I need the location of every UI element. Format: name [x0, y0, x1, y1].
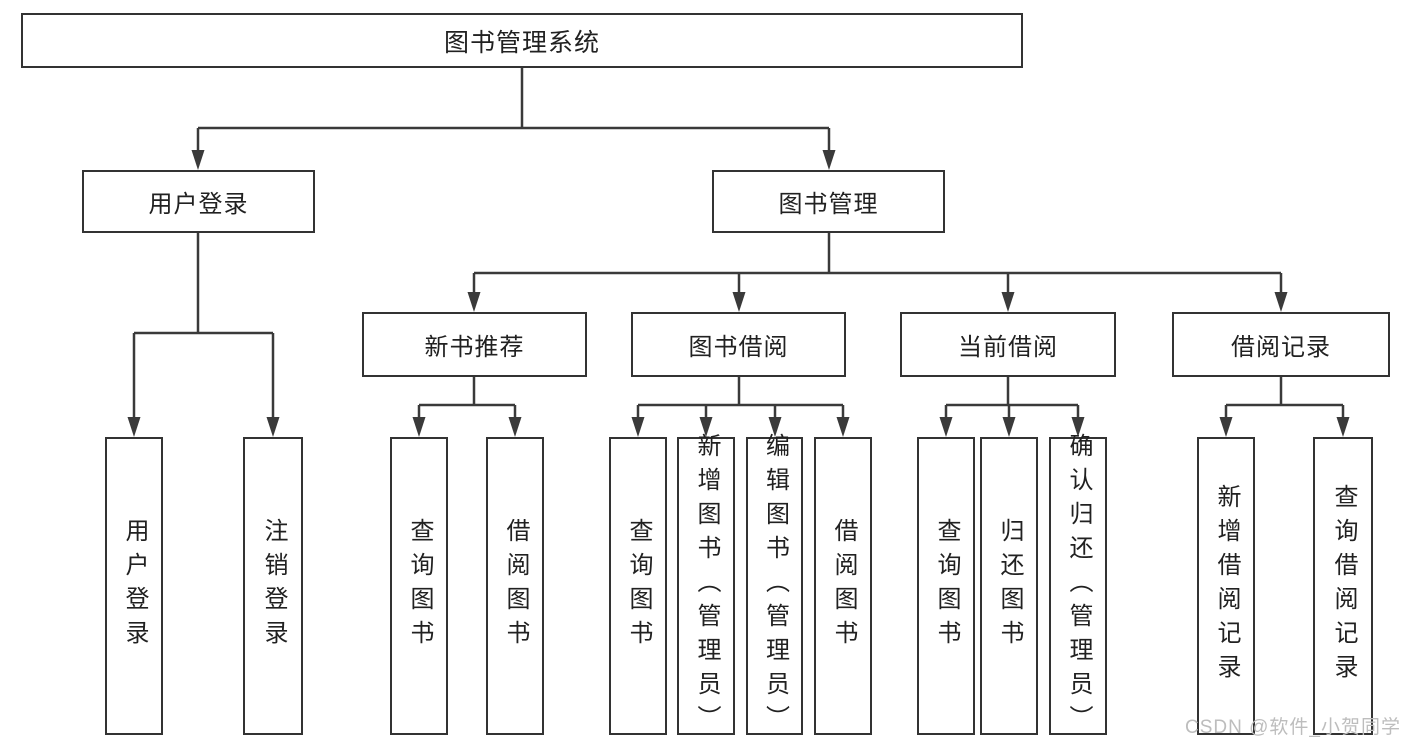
node-leaf-add-book: 新增图书（管理员） [677, 433, 735, 739]
node-root: 图书管理系统 [21, 13, 1023, 68]
arrowhead [1336, 417, 1350, 437]
node-leaf-add-book-label: 新增图书（管理员） [693, 433, 720, 739]
connector-current-borrow-to-leaves [944, 377, 1080, 419]
watermark-text: CSDN @软件_小贺同学 [1185, 717, 1401, 738]
arrowhead [631, 417, 645, 437]
node-book-mgmt: 图书管理 [712, 170, 945, 233]
node-leaf-query-book-1-label: 查询图书 [406, 518, 433, 654]
arrowhead [191, 150, 205, 170]
node-leaf-edit-book: 编辑图书（管理员） [746, 433, 803, 739]
arrowhead [822, 150, 836, 170]
arrowhead [1002, 417, 1016, 437]
node-leaf-query-book-3: 查询图书 [917, 437, 975, 735]
node-leaf-confirm-return-label: 确认归还（管理员） [1065, 433, 1092, 739]
arrowhead [127, 417, 141, 437]
connector-borrow-records-to-leaves [1224, 377, 1345, 419]
node-book-borrow-label: 图书借阅 [688, 334, 789, 361]
node-leaf-query-borrow-record: 查询借阅记录 [1313, 437, 1373, 735]
node-user-login-label: 用户登录 [148, 191, 249, 218]
arrowhead [266, 417, 280, 437]
node-leaf-borrow-book-2-label: 借阅图书 [830, 518, 857, 654]
node-leaf-user-login: 用户登录 [105, 437, 163, 735]
arrowhead [1274, 292, 1288, 312]
arrowhead [1219, 417, 1233, 437]
node-leaf-query-borrow-record-label: 查询借阅记录 [1330, 484, 1357, 688]
node-leaf-borrow-book-1-label: 借阅图书 [502, 518, 529, 654]
node-book-borrow: 图书借阅 [631, 312, 846, 377]
arrowhead [1001, 292, 1015, 312]
node-leaf-borrow-book-2: 借阅图书 [814, 437, 872, 735]
arrowhead [467, 292, 481, 312]
node-borrow-records-label: 借阅记录 [1231, 334, 1331, 361]
node-leaf-confirm-return: 确认归还（管理员） [1049, 433, 1107, 739]
connector-user-login-to-leaves [132, 233, 275, 419]
node-leaf-user-login-label: 用户登录 [121, 518, 148, 654]
connector-new-book-rec-to-leaves [417, 377, 517, 419]
node-leaf-return-book: 归还图书 [980, 437, 1038, 735]
node-leaf-add-borrow-record-label: 新增借阅记录 [1213, 484, 1240, 688]
node-leaf-add-borrow-record: 新增借阅记录 [1197, 437, 1255, 735]
node-leaf-query-book-2: 查询图书 [609, 437, 667, 735]
node-leaf-logout-label: 注销登录 [260, 518, 287, 654]
arrowhead [732, 292, 746, 312]
node-leaf-logout: 注销登录 [243, 437, 303, 735]
node-book-mgmt-label: 图书管理 [778, 191, 879, 218]
node-leaf-return-book-label: 归还图书 [996, 518, 1023, 654]
node-borrow-records: 借阅记录 [1172, 312, 1390, 377]
node-new-book-rec: 新书推荐 [362, 312, 587, 377]
connector-book-borrow-to-leaves [636, 377, 845, 419]
arrowhead [508, 417, 522, 437]
node-leaf-borrow-book-1: 借阅图书 [486, 437, 544, 735]
arrowhead [836, 417, 850, 437]
node-current-borrow-label: 当前借阅 [958, 334, 1058, 361]
node-user-login: 用户登录 [82, 170, 315, 233]
node-new-book-rec-label: 新书推荐 [424, 334, 525, 361]
node-leaf-query-book-1: 查询图书 [390, 437, 448, 735]
connector-root-to-level2 [196, 68, 831, 152]
node-leaf-query-book-2-label: 查询图书 [625, 518, 652, 654]
connector-book-mgmt-to-level3 [472, 233, 1283, 294]
node-leaf-edit-book-label: 编辑图书（管理员） [761, 433, 789, 739]
node-root-label: 图书管理系统 [443, 28, 600, 57]
arrowhead [939, 417, 953, 437]
node-leaf-query-book-3-label: 查询图书 [933, 518, 960, 654]
node-current-borrow: 当前借阅 [900, 312, 1116, 377]
arrowhead [412, 417, 426, 437]
